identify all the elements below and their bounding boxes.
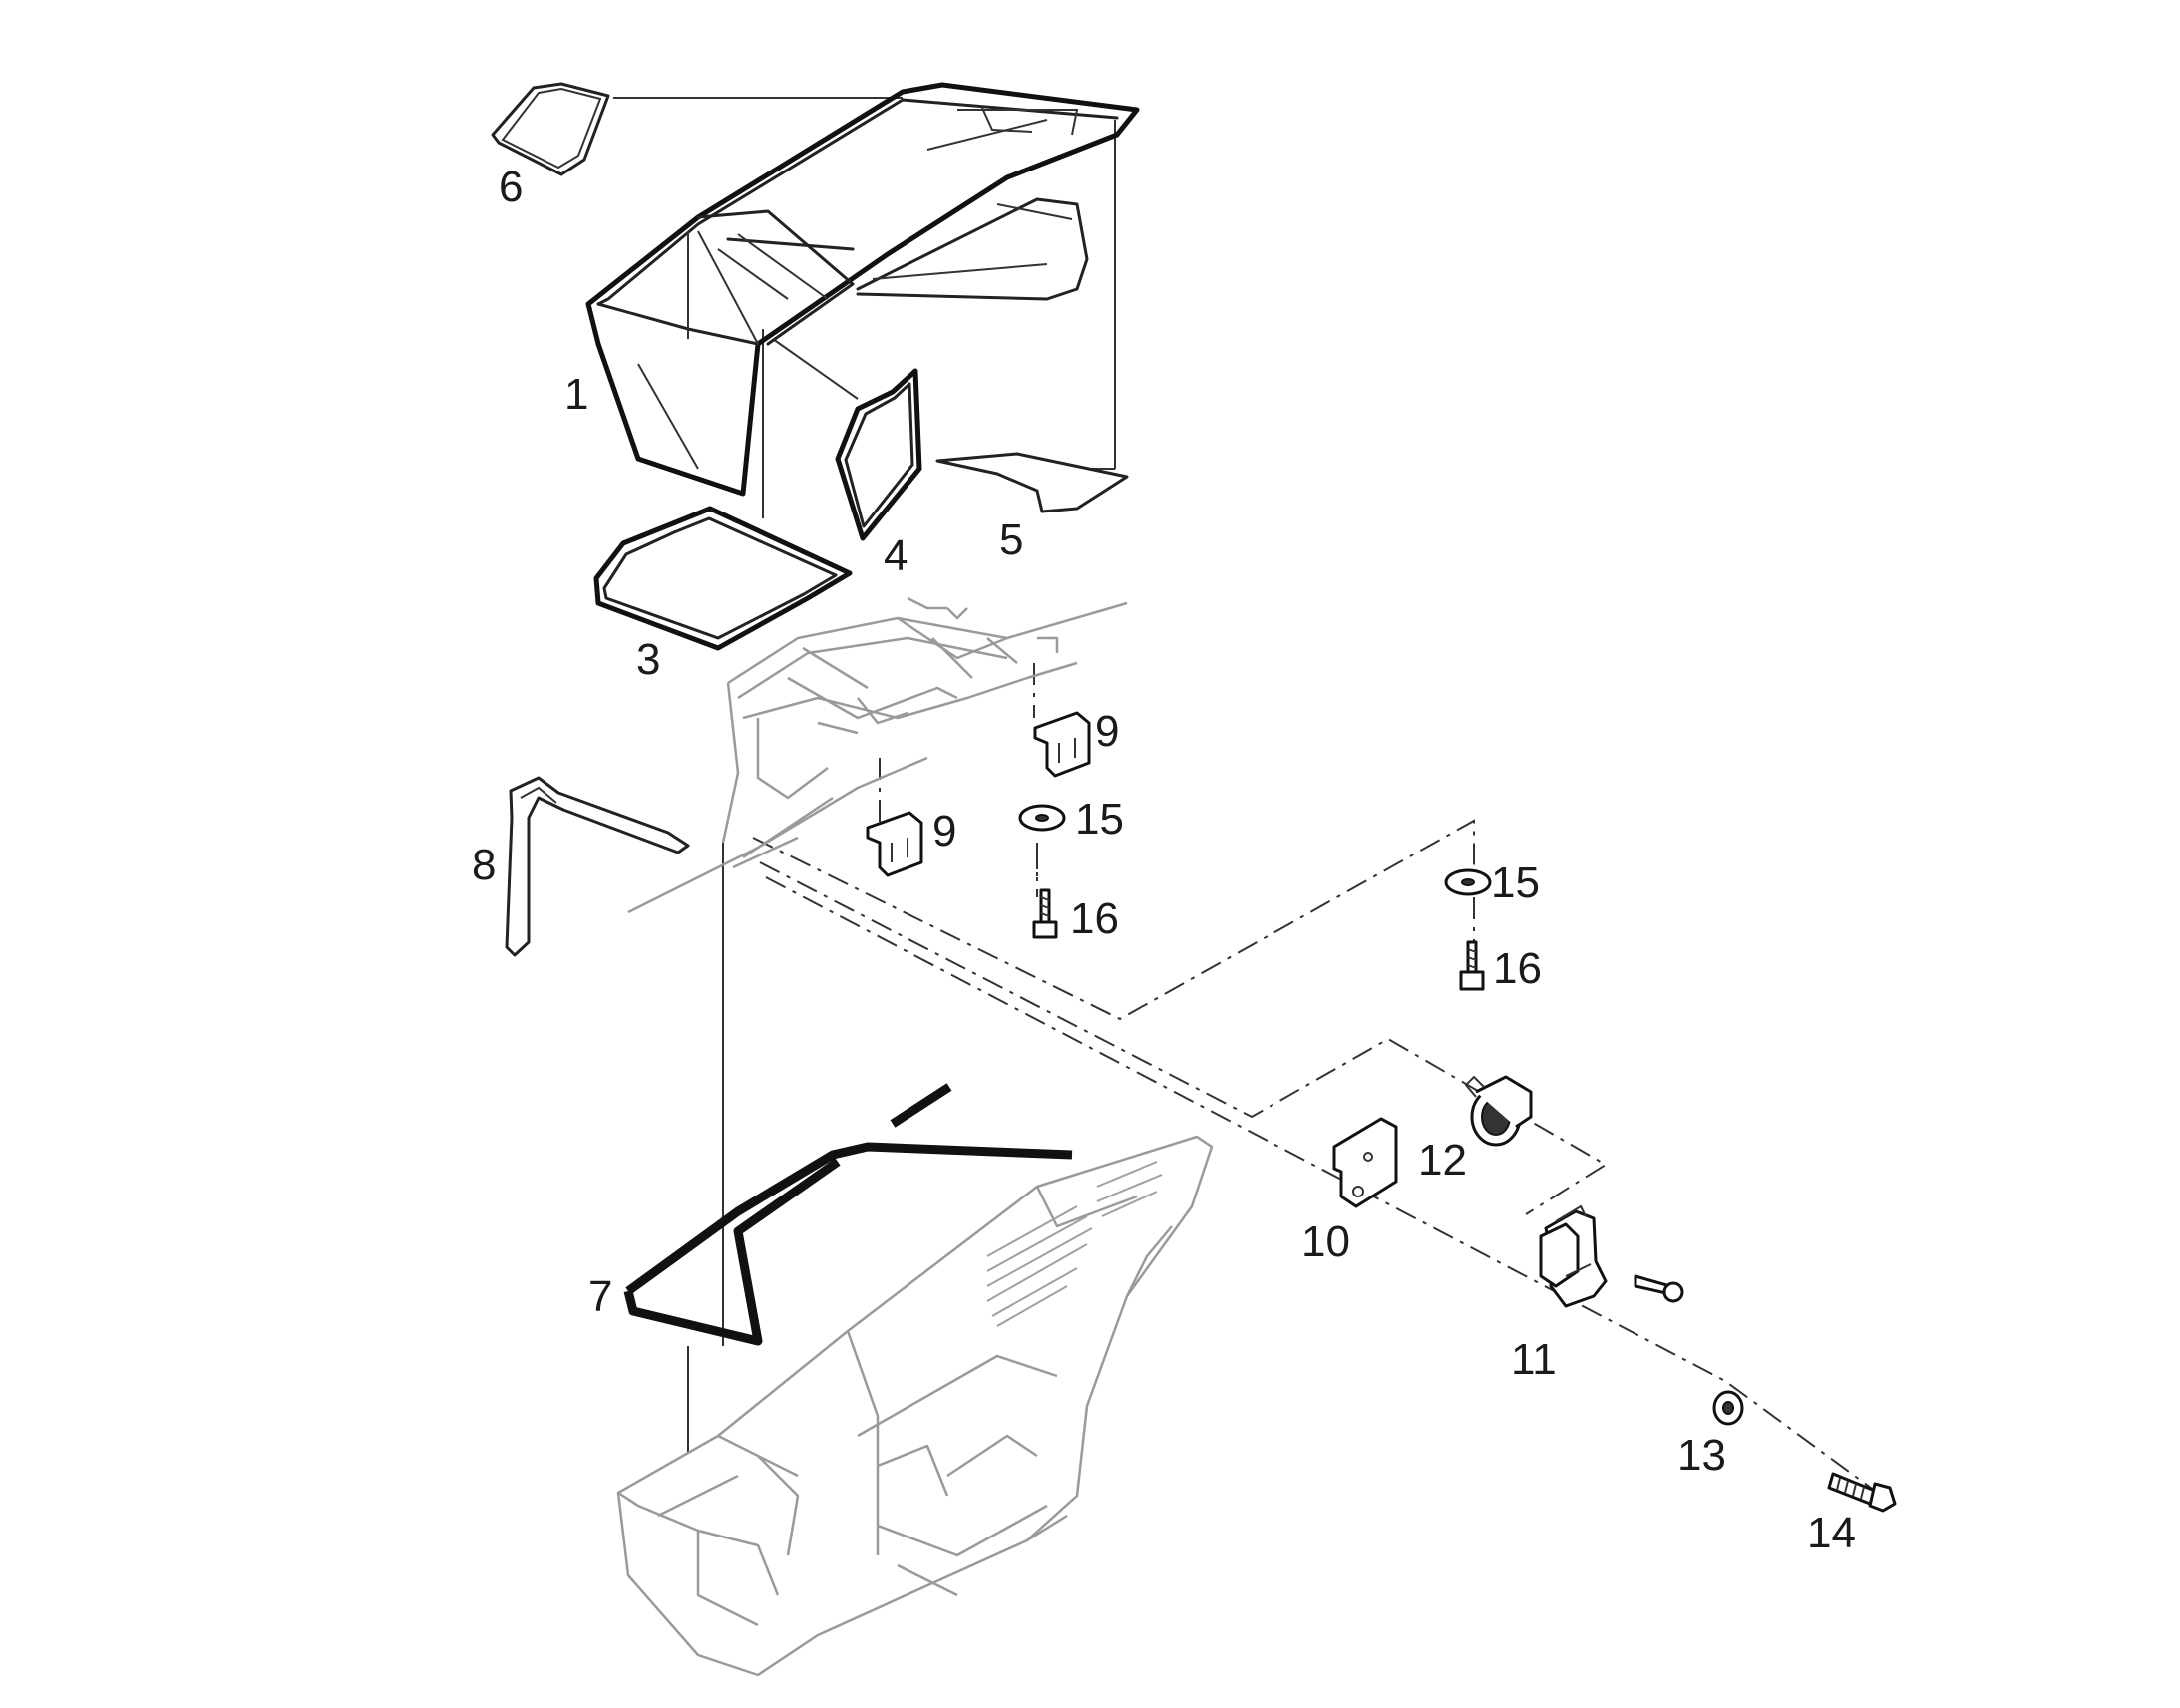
callout-14: 14 [1807,1509,1856,1557]
callout-labels: 1 3 4 5 6 7 8 9 9 10 11 12 13 14 15 15 1… [472,163,1856,1557]
part-4-side-window [835,368,922,541]
part-15-washer-right [1444,868,1492,896]
part-9-clip-upper [1033,711,1091,778]
callout-1: 1 [564,370,588,419]
part-16-bolt-left [1032,888,1058,939]
part-7-gasket [623,1083,1073,1346]
part-1-cab-roof [585,82,1140,497]
part-5-floor-plate [935,452,1129,513]
part-11-hinge [1539,1204,1684,1308]
part-15-washer-left [1018,804,1066,832]
callout-5: 5 [999,515,1023,564]
assembly-leader-lines [613,97,1876,1492]
callout-16-left: 16 [1070,894,1119,943]
callout-13: 13 [1677,1431,1726,1480]
callout-11: 11 [1511,1335,1557,1384]
callout-6: 6 [499,163,523,211]
callout-7: 7 [588,1272,612,1321]
cab-frame-ghost [627,596,1128,914]
callout-9-upper: 9 [1095,707,1119,756]
callout-9-lower: 9 [932,807,956,855]
part-3-roof-window [593,506,853,651]
callout-10: 10 [1301,1217,1350,1266]
part-10-bracket [1332,1117,1398,1208]
callout-15-left: 15 [1075,795,1124,844]
callout-4: 4 [884,531,908,580]
callout-16-right: 16 [1493,944,1542,993]
part-8-seal-strip [505,776,690,957]
callout-15-right: 15 [1491,858,1540,907]
part-6-small-window [491,82,610,176]
part-13-washer [1712,1390,1744,1426]
part-14-bolt [1827,1472,1897,1513]
part-9-clip-lower [866,811,923,877]
callout-8: 8 [472,841,496,889]
part-16-bolt-right [1459,940,1485,991]
part-12-latch [1464,1075,1533,1147]
callout-12: 12 [1418,1136,1467,1185]
chassis-ghost [616,1135,1214,1677]
callout-3: 3 [636,635,660,684]
